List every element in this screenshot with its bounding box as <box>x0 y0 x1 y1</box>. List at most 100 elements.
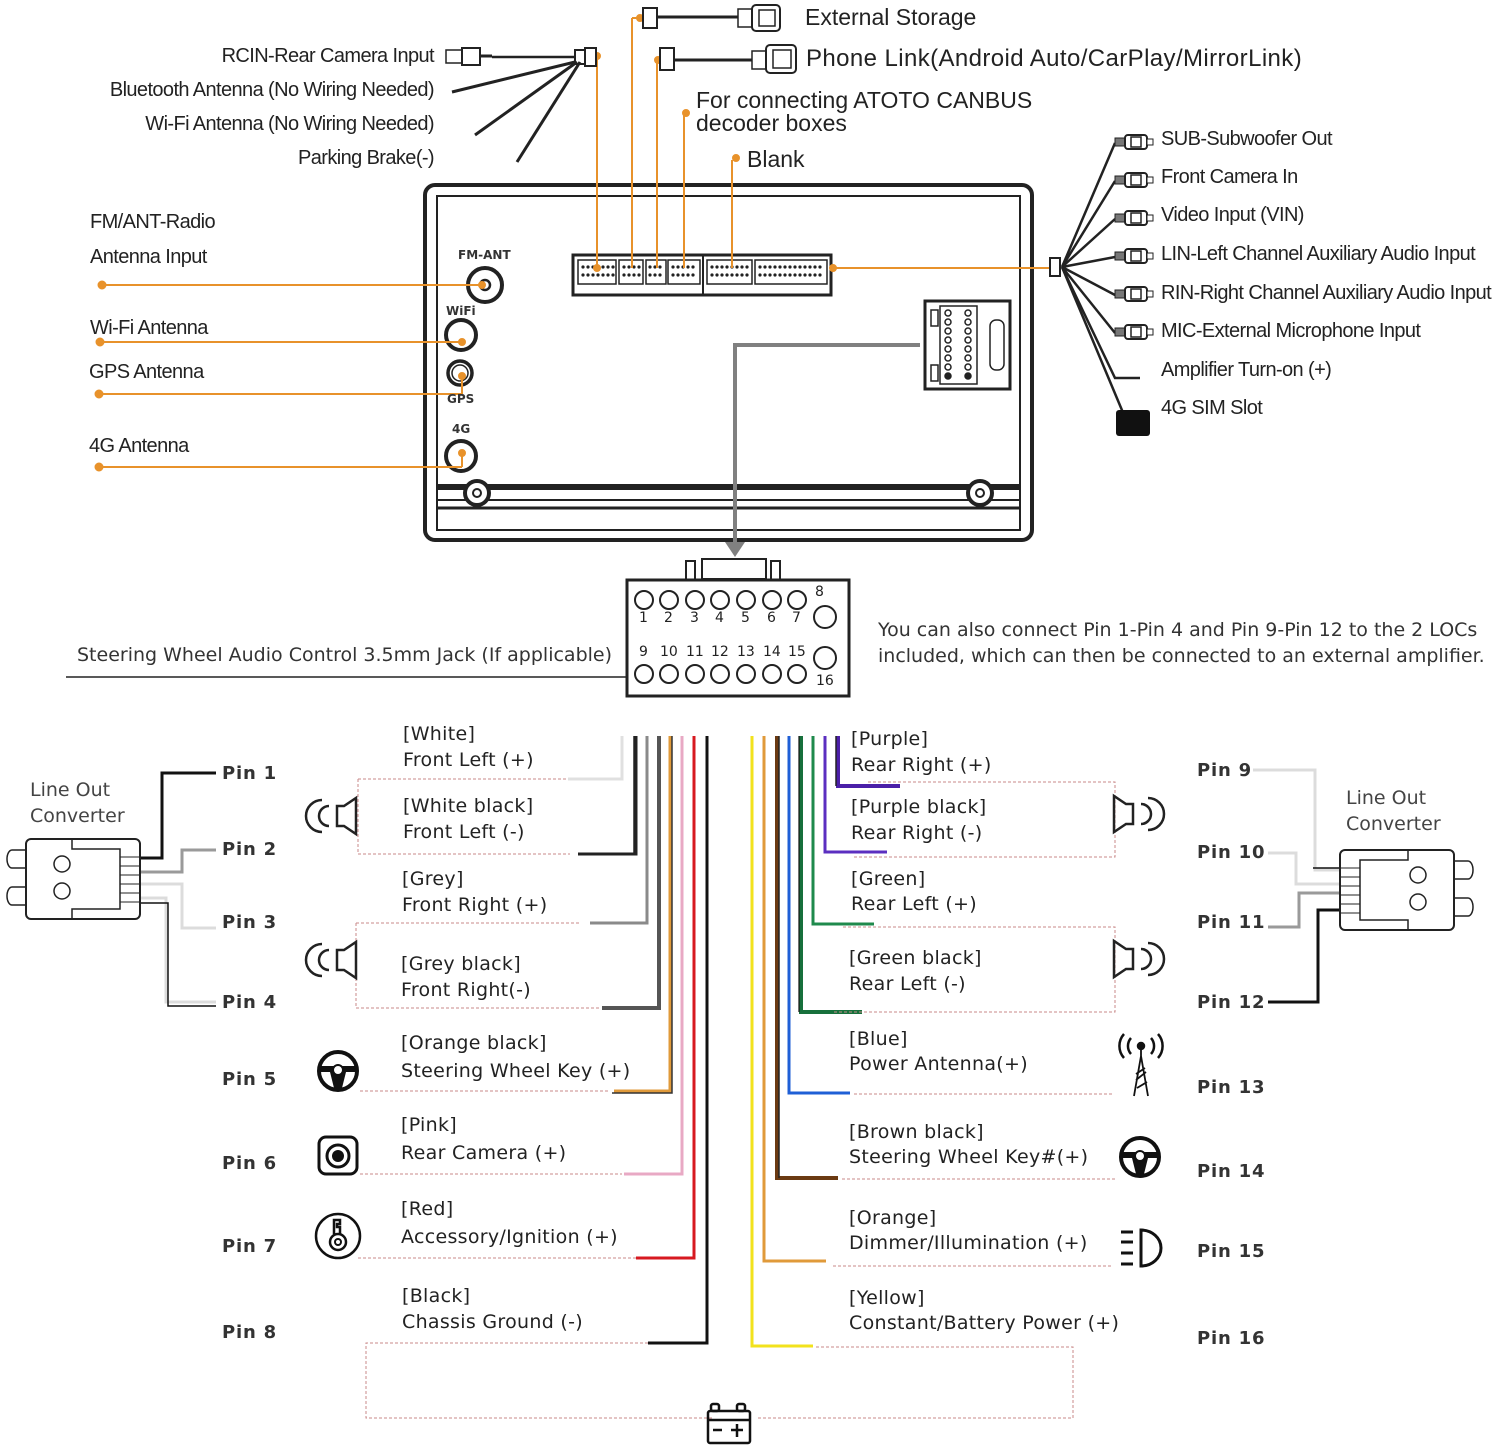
screw-left-icon <box>463 479 491 507</box>
pin-number-label: Pin 5 <box>222 1069 277 1090</box>
speaker-rear-left-icon <box>1112 938 1166 980</box>
wifi-antenna-harness-label: Wi-Fi Antenna (No Wiring Needed) <box>145 113 434 135</box>
speaker-front-right-icon <box>304 939 358 981</box>
wire-color-label: [Pink] <box>401 1114 457 1136</box>
fm-radio-label-line2: Antenna Input <box>90 246 207 268</box>
wire-color-label: [Grey] <box>402 868 464 890</box>
gps-port-icon <box>446 359 474 387</box>
line-out-right-label-1: Line Out <box>1346 787 1427 809</box>
multi-pin-connector-block <box>571 253 833 297</box>
iso-arrow <box>725 343 920 557</box>
wire-function-label: Front Left (+) <box>403 749 534 771</box>
rca-harness-fan <box>1049 134 1154 436</box>
wire-color-label: [Orange black] <box>401 1032 547 1054</box>
plug-pin-number: 12 <box>711 644 729 660</box>
plug-pin-number: 1 <box>639 610 648 626</box>
wire-function-label: Dimmer/Illumination (+) <box>849 1232 1088 1254</box>
pin-number-label: Pin 6 <box>222 1153 277 1174</box>
steering-wheel-icon <box>317 1050 359 1092</box>
steering-jack-label: Steering Wheel Audio Control 3.5mm Jack … <box>77 644 613 666</box>
fm-radio-label-line1: FM/ANT-Radio <box>90 211 216 233</box>
antenna-leader-lines <box>94 280 486 472</box>
pin-number-label: Pin 4 <box>222 992 277 1013</box>
ignition-key-icon <box>314 1212 362 1260</box>
wire-color-label: [Yellow] <box>849 1287 925 1309</box>
wire-color-label: [Black] <box>402 1285 471 1307</box>
wire-color-label: [Red] <box>401 1198 454 1220</box>
pin-number-label: Pin 3 <box>222 912 277 933</box>
iso-plug-diagram <box>625 558 851 698</box>
rear-camera-icon <box>317 1135 359 1176</box>
head-unit-outline <box>423 183 1034 542</box>
wire-color-label: [Purple black] <box>851 796 987 818</box>
wire-color-label: [Grey black] <box>401 953 521 975</box>
plug-pin-number: 13 <box>737 644 755 660</box>
speaker-rear-right-icon <box>1112 793 1166 835</box>
wire-color-label: [Green] <box>851 868 926 890</box>
pin-number-label: Pin 10 <box>1197 842 1266 863</box>
parking-brake-label: Parking Brake(-) <box>298 147 435 169</box>
phone-link-cable <box>659 44 797 74</box>
canbus-label-line2: decoder boxes <box>696 110 847 136</box>
wire-color-label: [Green black] <box>849 947 982 969</box>
pin-number-label: Pin 15 <box>1197 1241 1266 1262</box>
plug-pin-number: 16 <box>816 673 834 689</box>
wire-color-label: [White] <box>403 723 476 745</box>
wire-function-label: Accessory/Ignition (+) <box>401 1226 618 1248</box>
rca-label: Video Input (VIN) <box>1161 204 1304 226</box>
iso-connector <box>923 299 1012 391</box>
wire-function-label: Rear Left (-) <box>849 973 966 995</box>
wifi-antenna-label: Wi-Fi Antenna <box>90 317 208 339</box>
wire-function-label: Front Right(-) <box>401 979 532 1001</box>
head-unit-rail <box>437 484 1020 490</box>
line-out-right-label-2: Converter <box>1346 813 1441 835</box>
plug-pin-number: 15 <box>788 644 806 660</box>
iso-harness-wires <box>568 736 900 1348</box>
pin-number-label: Pin 14 <box>1197 1161 1266 1182</box>
wifi-port-label: WiFi <box>446 304 476 318</box>
wire-color-label: [Orange] <box>849 1207 937 1229</box>
plug-pin-number: 6 <box>767 610 776 626</box>
rca-label: LIN-Left Channel Auxiliary Audio Input <box>1161 243 1476 265</box>
wire-color-label: [White black] <box>403 795 534 817</box>
wire-function-label: Rear Right (+) <box>851 754 992 776</box>
wire-function-label: Steering Wheel Key#(+) <box>849 1146 1089 1168</box>
power-antenna-icon <box>1118 1033 1164 1097</box>
wire-function-label: Constant/Battery Power (+) <box>849 1312 1120 1334</box>
speaker-front-left-icon <box>304 795 358 837</box>
wire-color-label: [Purple] <box>851 728 929 750</box>
plug-pin-number: 9 <box>639 644 648 660</box>
pin-number-label: Pin 13 <box>1197 1077 1266 1098</box>
wire-color-label: [Blue] <box>849 1028 908 1050</box>
phone-link-label: Phone Link(Android Auto/CarPlay/MirrorLi… <box>806 45 1303 72</box>
rca-label: Amplifier Turn-on (+) <box>1161 359 1332 381</box>
plug-pin-number: 7 <box>792 610 801 626</box>
wire-function-label: Rear Camera (+) <box>401 1142 567 1164</box>
head-unit-inner-outline <box>436 195 1021 531</box>
dashed-guide-lines <box>355 778 1116 1419</box>
wire-function-label: Front Left (-) <box>403 821 525 843</box>
wire-function-label: Chassis Ground (-) <box>402 1311 583 1333</box>
pin-number-label: Pin 9 <box>1197 760 1252 781</box>
plug-pin-number: 11 <box>686 644 704 660</box>
plug-pin-number: 2 <box>664 610 673 626</box>
plug-pin-number: 3 <box>690 610 699 626</box>
plug-pin-number: 8 <box>815 584 824 600</box>
external-storage-cable <box>642 4 781 32</box>
canbus-label-line1: For connecting ATOTO CANBUS <box>696 87 1033 113</box>
steering-wheel-key2-icon <box>1119 1136 1161 1178</box>
4g-port-label: 4G <box>452 422 471 436</box>
fm-ant-port-label: FM-ANT <box>458 248 511 262</box>
4g-antenna-label: 4G Antenna <box>89 435 189 457</box>
pin-number-label: Pin 12 <box>1197 992 1266 1013</box>
plug-pin-number: 5 <box>741 610 750 626</box>
sim-slot-icon <box>1116 410 1150 436</box>
gps-port-label: GPS <box>447 392 475 406</box>
line-out-left-label-1: Line Out <box>30 779 111 801</box>
wire-function-label: Steering Wheel Key (+) <box>401 1060 631 1082</box>
loc-note-line1: You can also connect Pin 1-Pin 4 and Pin… <box>878 619 1478 641</box>
rca-label: Front Camera In <box>1161 166 1298 188</box>
battery-icon <box>706 1402 752 1445</box>
external-storage-label: External Storage <box>805 4 977 30</box>
